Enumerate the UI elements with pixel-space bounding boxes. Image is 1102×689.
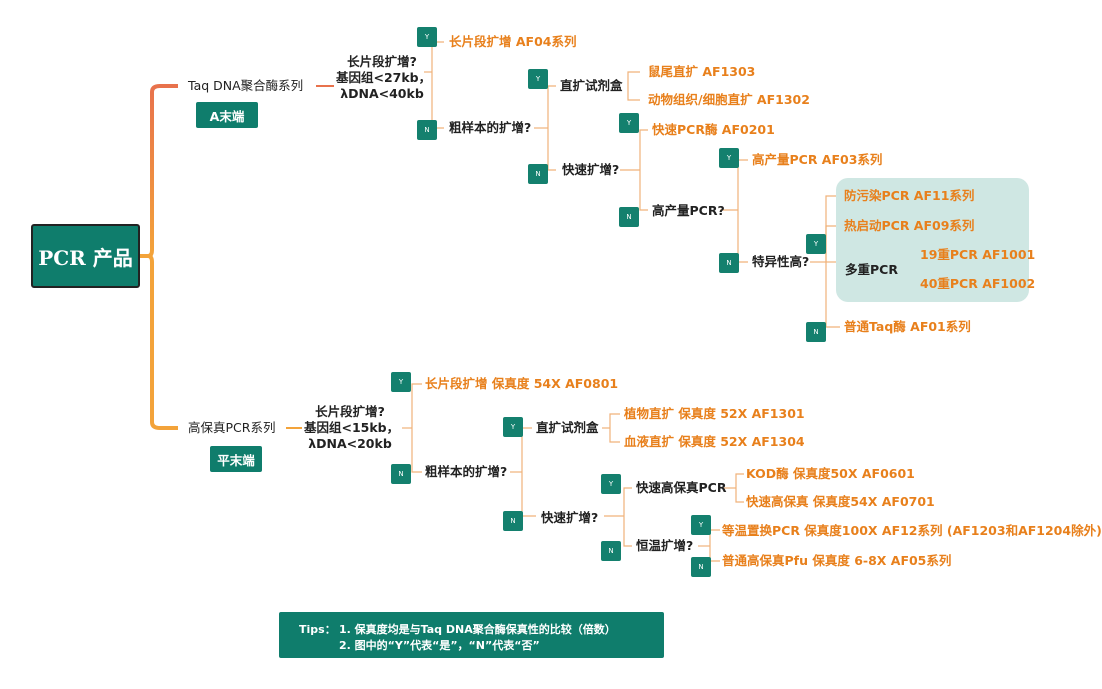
no-badge: N: [391, 464, 411, 484]
lower-q3: 直扩试剂盒: [536, 420, 599, 435]
no-badge: N: [719, 253, 739, 273]
af0701-label: 快速高保真 保真度54X AF0701: [746, 494, 935, 509]
hifi-series-label: 高保真PCR系列: [188, 420, 276, 435]
upper-q1-line2: 基因组<27kb，: [336, 70, 432, 85]
yes-badge: Y: [528, 69, 548, 89]
upper-q3: 直扩试剂盒: [560, 78, 623, 93]
af03-label: 高产量PCR AF03系列: [752, 152, 883, 167]
af09-label: 热启动PCR AF09系列: [844, 218, 975, 233]
yes-badge: Y: [601, 474, 621, 494]
blunt-end-tag: 平末端: [210, 446, 262, 472]
a-end-tag: A末端: [196, 102, 258, 128]
af0201-label: 快速PCR酶 AF0201: [652, 122, 775, 137]
yes-badge: Y: [806, 234, 826, 254]
yes-badge: Y: [719, 148, 739, 168]
lower-q1-line1: 长片段扩增?: [315, 404, 385, 419]
lower-q4: 快速扩增?: [541, 510, 599, 525]
lower-q5: 恒温扩增?: [636, 538, 694, 553]
af05-label: 普通高保真Pfu 保真度 6-8X AF05系列: [722, 553, 952, 568]
multiplex-label: 多重PCR: [845, 262, 898, 277]
af1304-label: 血液直扩 保真度 52X AF1304: [624, 434, 805, 449]
upper-q6: 特异性高?: [752, 254, 810, 269]
lower-q2: 粗样本的扩增?: [425, 464, 508, 479]
root-node: PCR 产品: [31, 224, 140, 288]
upper-q1: 长片段扩增? 基因组<27kb， λDNA<40kb: [336, 54, 432, 102]
af1303-label: 鼠尾直扩 AF1303: [648, 64, 756, 79]
af11-label: 防污染PCR AF11系列: [844, 188, 975, 203]
taq-series-label: Taq DNA聚合酶系列: [188, 78, 304, 93]
fast-hifi-label: 快速高保真PCR: [636, 480, 727, 495]
af01-label: 普通Taq酶 AF01系列: [844, 319, 971, 334]
yes-badge: Y: [391, 372, 411, 392]
af0801-label: 长片段扩增 保真度 54X AF0801: [425, 376, 619, 391]
af1302-label: 动物组织/细胞直扩 AF1302: [648, 92, 810, 107]
upper-q2: 粗样本的扩增?: [449, 120, 532, 135]
af1001-label: 19重PCR AF1001: [920, 247, 1036, 262]
tips-line2: 2. 图中的“Y”代表“是”，“N”代表“否”: [339, 639, 540, 652]
no-badge: N: [528, 164, 548, 184]
yes-badge: Y: [691, 515, 711, 535]
no-badge: N: [417, 120, 437, 140]
lower-q1: 长片段扩增? 基因组<15kb， λDNA<20kb: [304, 404, 400, 452]
upper-q4: 快速扩增?: [562, 162, 620, 177]
tips-box: Tips： 1. 保真度均是与Taq DNA聚合酶保真性的比较（倍数） 2. 图…: [279, 612, 664, 658]
no-badge: N: [601, 541, 621, 561]
yes-badge: Y: [619, 113, 639, 133]
af1002-label: 40重PCR AF1002: [920, 276, 1036, 291]
upper-q5: 高产量PCR?: [652, 203, 725, 218]
af12-label: 等温置换PCR 保真度100X AF12系列 (AF1203和AF1204除外): [722, 523, 1102, 538]
lower-q1-line3: λDNA<20kb: [308, 436, 392, 451]
root-branch-lower: [140, 254, 178, 430]
specificity-highlight: [836, 178, 1029, 302]
yes-badge: Y: [503, 417, 523, 437]
no-badge: N: [691, 557, 711, 577]
tips-line1: 1. 保真度均是与Taq DNA聚合酶保真性的比较（倍数）: [339, 623, 616, 636]
yes-badge: Y: [417, 27, 437, 47]
upper-q1-line3: λDNA<40kb: [340, 86, 424, 101]
af0601-label: KOD酶 保真度50X AF0601: [746, 466, 915, 481]
no-badge: N: [806, 322, 826, 342]
lower-q1-line2: 基因组<15kb，: [304, 420, 400, 435]
root-branch-upper: [140, 84, 178, 258]
tips-label: Tips：: [299, 623, 336, 636]
af04-label: 长片段扩增 AF04系列: [449, 34, 577, 49]
upper-q1-line1: 长片段扩增?: [347, 54, 417, 69]
no-badge: N: [503, 511, 523, 531]
no-badge: N: [619, 207, 639, 227]
af1301-label: 植物直扩 保真度 52X AF1301: [624, 406, 805, 421]
